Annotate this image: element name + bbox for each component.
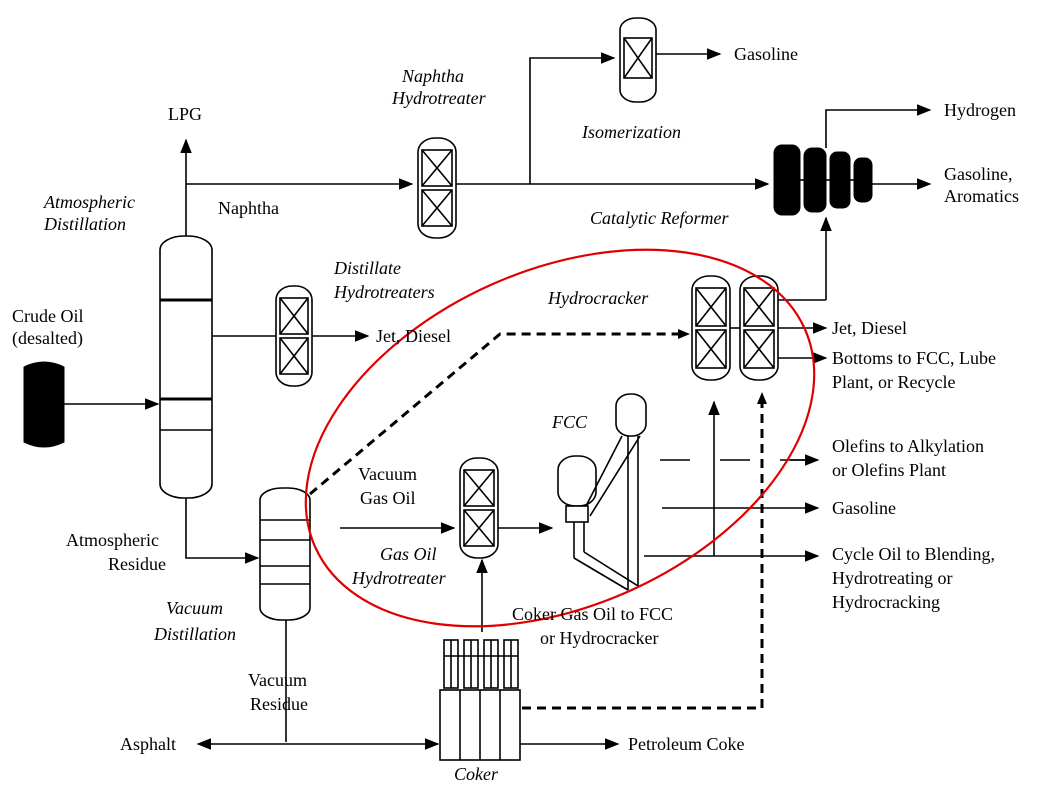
petroleum-coke-label: Petroleum Coke	[628, 734, 744, 754]
isomerization-vessel	[619, 17, 657, 103]
gasoline-aromatics-label: Gasoline,Aromatics	[944, 164, 1019, 206]
catalytic-reformer-reactors	[773, 144, 873, 216]
dht-line-1: Distillate	[333, 258, 401, 278]
distillate-hydrotreater-vessel	[275, 285, 313, 387]
goht-line-1: Gas Oil	[380, 544, 437, 564]
coker-to-hydrocracker-arrowhead	[757, 392, 767, 404]
goht-line-2: Hydrotreater	[351, 568, 447, 588]
crude-line-2: (desalted)	[12, 328, 83, 349]
atm-res-line-1: Atmospheric	[66, 530, 159, 550]
ga-line-1: Gasoline,	[944, 164, 1012, 184]
crude-oil-tank	[23, 361, 65, 448]
cgo-line-1: Coker Gas Oil to FCC	[512, 604, 673, 624]
vacuum-distillation-column	[259, 487, 311, 621]
naphtha-label: Naphtha	[218, 198, 279, 218]
bottoms-line-1: Bottoms to FCC, Lube	[832, 348, 996, 368]
crude-oil-label: Crude Oil(desalted)	[12, 306, 84, 349]
dht-line-2: Hydrotreaters	[333, 282, 435, 302]
nht-line-2: Hydrotreater	[391, 88, 487, 108]
olefins-line-2: or Olefins Plant	[832, 460, 946, 480]
hydrogen-label: Hydrogen	[944, 100, 1016, 120]
lpg-label: LPG	[168, 104, 202, 124]
gasoline-fcc-label: Gasoline	[832, 498, 896, 518]
jet-diesel-distillate-label: Jet, Diesel	[376, 326, 451, 346]
bottoms-line-2: Plant, or Recycle	[832, 372, 955, 392]
fcc-unit	[557, 393, 647, 591]
cycle-oil-label: Cycle Oil to Blending, Hydrotreating or Hy…	[832, 544, 995, 612]
catalytic-reformer-label: Catalytic Reformer	[590, 208, 729, 228]
highlight-ellipse	[304, 248, 816, 628]
atm-res-line-2: Residue	[108, 554, 166, 574]
cycle-line-2: Hydrotreating or	[832, 568, 952, 588]
hydrogen-arrow	[825, 104, 932, 148]
asphalt-label: Asphalt	[120, 734, 176, 754]
olefins-line-1: Olefins to Alkylation	[832, 436, 984, 456]
hydrocracker-label: Hydrocracker	[547, 288, 649, 308]
cgo-line-2: or Hydrocracker	[540, 628, 658, 648]
atm-residue-line	[185, 498, 260, 564]
gasoline-isom-label: Gasoline	[734, 44, 798, 64]
vr-line-2: Residue	[250, 694, 308, 714]
cycle-line-3: Hydrocracking	[832, 592, 940, 612]
vgo-to-hydrocracker-arrowhead	[678, 329, 690, 339]
vgo-line-2: Gas Oil	[360, 488, 416, 508]
hydrocracker-reactors	[691, 275, 779, 381]
cycle-line-1: Cycle Oil to Blending,	[832, 544, 995, 564]
naphtha-hydrotreater-vessel	[417, 137, 457, 239]
vr-line-1: Vacuum	[248, 670, 307, 690]
ga-line-2: Aromatics	[944, 186, 1019, 206]
isomerization-label: Isomerization	[581, 122, 681, 142]
olefins-label: Olefins to Alkylation or Olefins Plant	[832, 436, 984, 480]
vd-line-1: Vacuum	[166, 598, 223, 618]
coker-drums	[439, 639, 521, 761]
atmospheric-distillation-column	[159, 235, 213, 499]
vgo-to-hydrocracker-dashed	[309, 332, 680, 496]
atm-dist-line-2: Distillation	[43, 214, 126, 234]
nht-line-1: Naphtha	[401, 66, 464, 86]
fcc-label: FCC	[551, 412, 588, 432]
crude-line-1: Crude Oil	[12, 306, 84, 326]
atm-dist-line-1: Atmospheric	[43, 192, 135, 212]
gas-oil-hydrotreater-vessel	[459, 457, 499, 559]
naphtha-to-isom	[529, 52, 616, 184]
coker-gas-oil-label: Coker Gas Oil to FCC or Hydrocracker	[512, 604, 673, 648]
jet-diesel-hc-label: Jet, Diesel	[832, 318, 907, 338]
vd-line-2: Distillation	[153, 624, 236, 644]
coker-to-hydrocracker-dashed	[522, 400, 764, 710]
coker-label: Coker	[454, 764, 499, 784]
vgo-line-1: Vacuum	[358, 464, 417, 484]
